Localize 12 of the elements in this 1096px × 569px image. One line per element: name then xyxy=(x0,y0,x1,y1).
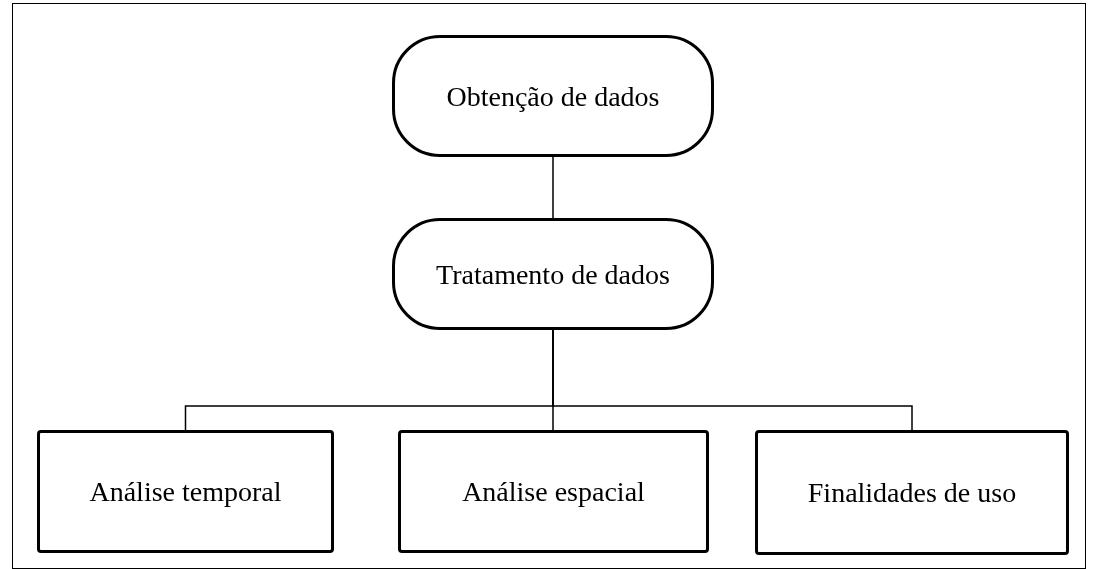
process-box xyxy=(755,430,1069,555)
connector-line xyxy=(552,156,554,219)
process-box xyxy=(398,430,709,553)
node-label: Obtenção de dados xyxy=(446,79,660,114)
node-label: Análise temporal xyxy=(89,475,282,509)
process-pill xyxy=(392,35,714,157)
node-label: Análise espacial xyxy=(462,475,645,509)
connector-line xyxy=(552,329,913,431)
node-label: Tratamento de dados xyxy=(436,257,670,292)
process-box xyxy=(37,430,334,553)
node-label: Finalidades de uso xyxy=(807,476,1017,510)
process-pill xyxy=(392,218,714,330)
